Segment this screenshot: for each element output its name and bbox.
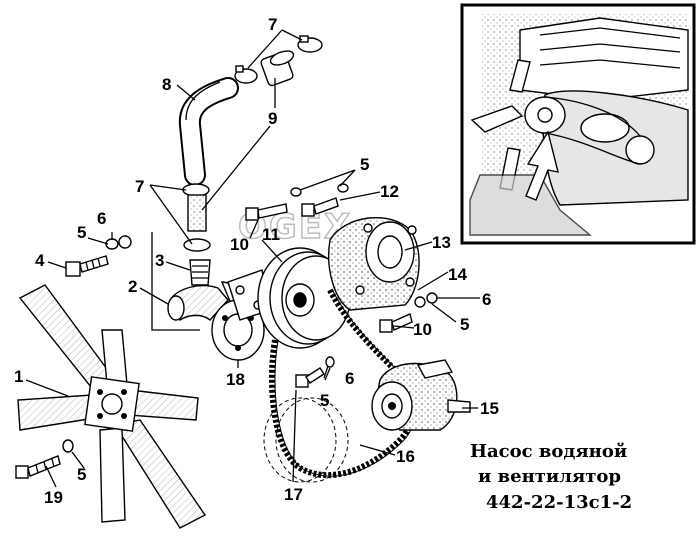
bolt-12 — [301, 197, 339, 217]
callout-7-left: 7 — [135, 177, 144, 196]
callout-19: 19 — [44, 488, 63, 507]
bolt-17 — [295, 367, 325, 388]
callout-18: 18 — [226, 370, 245, 389]
callout-8: 8 — [162, 75, 171, 94]
bolt-10-left — [245, 203, 288, 221]
callout-6-right: 6 — [482, 290, 491, 309]
caption-line-3: 442-22-13с1-2 — [486, 492, 632, 513]
fan — [17, 284, 207, 529]
callout-16: 16 — [396, 447, 415, 466]
callout-6-mid: 6 — [345, 369, 354, 388]
callout-12: 12 — [380, 182, 399, 201]
alternator — [371, 359, 471, 431]
location-arrow-icon — [525, 130, 559, 201]
callout-5-mid: 5 — [320, 391, 329, 410]
engine-location-inset — [460, 3, 696, 245]
callout-10-left: 10 — [230, 235, 249, 254]
callout-5-top: 5 — [360, 155, 369, 174]
callout-7-top: 7 — [268, 15, 277, 34]
callout-6-left: 6 — [97, 209, 106, 228]
short-hose-top — [260, 50, 295, 87]
leader-lines — [25, 29, 480, 488]
crankshaft-pulley-outline — [263, 397, 349, 483]
callout-14: 14 — [448, 265, 467, 284]
callout-2: 2 — [128, 277, 137, 296]
callout-5-left: 5 — [77, 223, 86, 242]
callout-15: 15 — [480, 399, 499, 418]
short-hose-bottom — [182, 183, 211, 252]
callout-5-bottom: 5 — [77, 465, 86, 484]
thermostat-fitting — [189, 259, 211, 286]
callout-13: 13 — [432, 233, 451, 252]
pump-pulley — [257, 247, 351, 349]
upper-hose — [178, 77, 239, 186]
callout-4: 4 — [35, 251, 45, 270]
drive-belt — [269, 288, 416, 479]
callout-3: 3 — [155, 251, 164, 270]
bolt-4 — [65, 255, 109, 277]
bolt-10-right — [379, 313, 413, 333]
callout-1: 1 — [14, 367, 23, 386]
water-pump-body — [328, 217, 420, 311]
callout-17: 17 — [284, 485, 303, 504]
diagram-caption: Насос водяной и вентилятор 442-22-13с1-2 — [470, 441, 632, 513]
caption-line-1: Насос водяной — [470, 441, 627, 462]
callout-9: 9 — [268, 109, 277, 128]
callout-5-right: 5 — [460, 315, 469, 334]
callout-10-right: 10 — [413, 320, 432, 339]
callout-labels: 1 2 3 4 5 5 5 5 5 6 6 6 7 7 8 9 10 10 11… — [14, 15, 499, 507]
bolt-19 — [15, 455, 61, 479]
clamp-top — [234, 35, 323, 84]
caption-line-2: и вентилятор — [478, 466, 621, 487]
callout-11: 11 — [262, 225, 280, 244]
